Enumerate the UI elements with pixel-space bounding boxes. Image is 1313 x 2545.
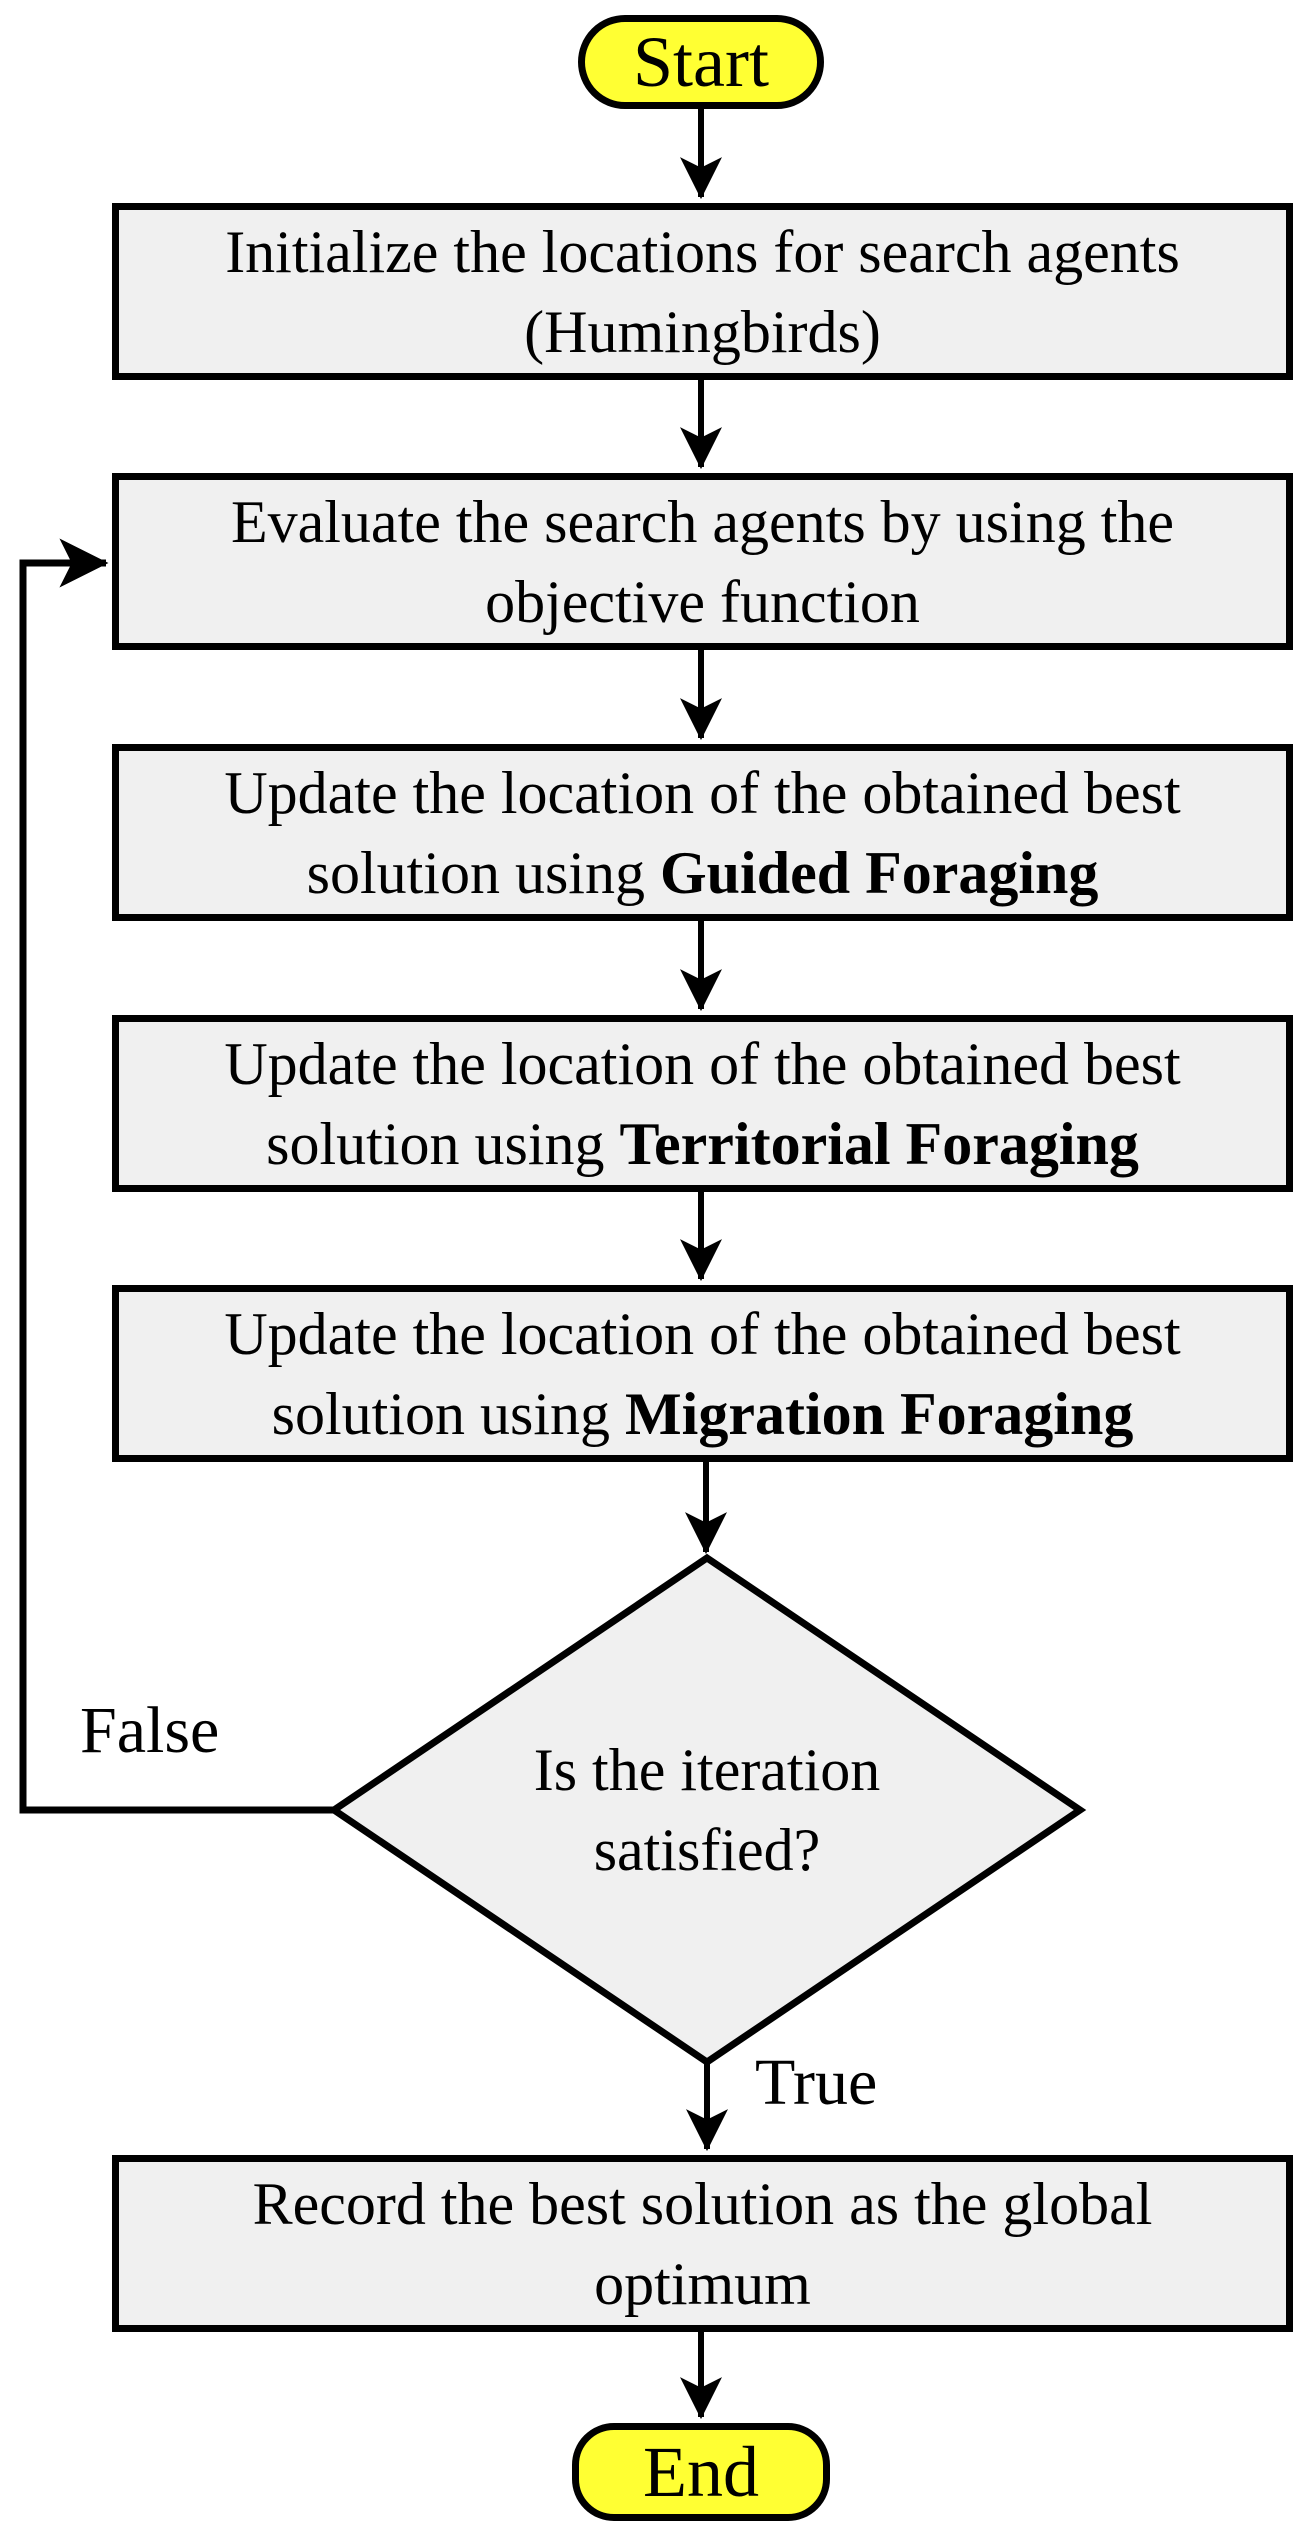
process-box-initialize: Initialize the locations for search agen… — [112, 203, 1293, 380]
process-box-record-line2: optimum — [594, 2250, 811, 2317]
false-branch-label: False — [80, 1694, 220, 1767]
end-terminal: End — [572, 2423, 830, 2521]
decision-line2: satisfied? — [593, 1817, 821, 1883]
process-box-territorial-line1: Update the location of the obtained best — [224, 1030, 1181, 1097]
start-terminal: Start — [578, 15, 824, 109]
process-box-territorial-line2: solution using Territorial Foraging — [266, 1110, 1139, 1177]
process-box-initialize-line2: (Humingbirds) — [524, 298, 881, 365]
process-box-territorial-foraging: Update the location of the obtained best… — [112, 1015, 1293, 1192]
process-box-guided-line1: Update the location of the obtained best — [224, 759, 1181, 826]
process-box-initialize-line1: Initialize the locations for search agen… — [225, 218, 1180, 285]
process-box-guided-line2: solution using Guided Foraging — [306, 839, 1099, 906]
process-box-evaluate-line2: objective function — [485, 568, 920, 635]
process-box-evaluate-line1: Evaluate the search agents by using the — [230, 488, 1174, 555]
process-box-migration-line1: Update the location of the obtained best — [224, 1300, 1181, 1367]
process-box-guided-foraging: Update the location of the obtained best… — [112, 744, 1293, 921]
process-box-migration-foraging: Update the location of the obtained best… — [112, 1285, 1293, 1462]
process-box-migration-line2: solution using Migration Foraging — [271, 1380, 1134, 1447]
arrow-decision-false-loop — [19, 538, 334, 1814]
process-box-evaluate: Evaluate the search agents by using the … — [112, 473, 1293, 650]
end-terminal-label: End — [643, 2432, 759, 2512]
start-terminal-label: Start — [633, 22, 769, 102]
true-branch-label: True — [755, 2046, 878, 2119]
process-box-record-line1: Record the best solution as the global — [252, 2170, 1153, 2237]
decision-line1: Is the iteration — [533, 1737, 881, 1803]
process-box-record: Record the best solution as the global o… — [112, 2155, 1293, 2332]
decision-diamond-text: Is the iteration satisfied? — [457, 1702, 957, 1918]
